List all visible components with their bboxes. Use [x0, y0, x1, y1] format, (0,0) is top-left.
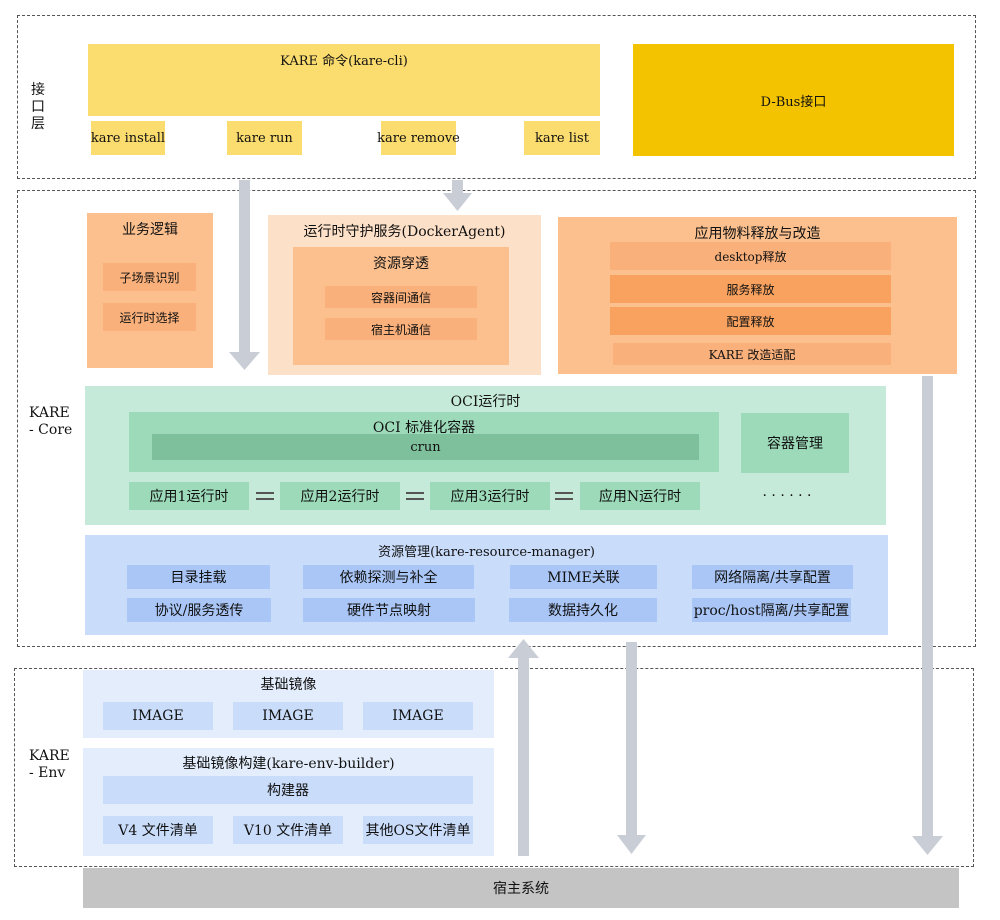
core-layer-label: KARE - Core — [29, 405, 73, 438]
oci-container-title: OCI 标准化容器 — [372, 420, 476, 436]
cli-panel: KARE 命令(kare-cli) — [88, 44, 600, 116]
crun-bar: crun — [152, 434, 699, 460]
dbus-interface: D-Bus接口 — [633, 44, 954, 156]
env-builder-title: 基础镜像构建(kare-env-builder) — [182, 756, 395, 772]
equals-sign-3-top — [555, 492, 573, 494]
resource-item-persistence: 数据持久化 — [509, 598, 657, 622]
interface-layer-frame — [17, 15, 976, 179]
resource-manager-title: 资源管理(kare-resource-manager) — [378, 545, 595, 560]
env-layer-frame — [14, 668, 974, 867]
base-image-1: IMAGE — [103, 702, 213, 730]
oci-runtime-title: OCI运行时 — [450, 394, 521, 410]
materials-item-service: 服务释放 — [610, 275, 891, 303]
env-layer-label: KARE - Env — [29, 748, 70, 781]
resource-item-proc-host: proc/host隔离/共享配置 — [692, 598, 851, 622]
container-mgmt: 容器管理 — [741, 413, 849, 473]
base-image-3: IMAGE — [363, 702, 473, 730]
file-list-v10: V10 文件清单 — [233, 816, 343, 844]
arrow-cli-down — [229, 180, 260, 370]
base-image-2: IMAGE — [233, 702, 343, 730]
cli-title: KARE 命令(kare-cli) — [280, 54, 408, 69]
equals-sign-2-bottom — [406, 498, 424, 500]
builder-box: 构建器 — [103, 776, 473, 804]
cli-command-run[interactable]: kare run — [227, 121, 302, 155]
resource-item-network: 网络隔离/共享配置 — [692, 565, 853, 589]
arrow-materials-down — [912, 376, 943, 855]
business-item-runtime-select: 运行时选择 — [103, 303, 196, 331]
arrow-host-up — [508, 639, 539, 856]
app-runtime-n: 应用N运行时 — [580, 482, 700, 510]
materials-item-config: 配置释放 — [610, 307, 891, 335]
cli-command-install[interactable]: kare install — [91, 121, 165, 155]
daemon-title: 运行时守护服务(DockerAgent) — [303, 224, 506, 240]
materials-title: 应用物料释放与改造 — [694, 226, 821, 242]
equals-sign-2-top — [406, 492, 424, 494]
daemon-item-container-comm: 容器间通信 — [325, 286, 477, 308]
app-runtime-2: 应用2运行时 — [280, 482, 400, 510]
interface-layer-label: 接 口 层 — [31, 82, 45, 132]
app-runtime-1: 应用1运行时 — [129, 482, 249, 510]
resource-item-mime: MIME关联 — [510, 565, 657, 589]
resource-item-dir-mount: 目录挂载 — [127, 565, 270, 589]
resource-passthrough-title: 资源穿透 — [373, 256, 429, 272]
equals-sign-3-bottom — [555, 498, 573, 500]
arrow-resource-down — [617, 642, 646, 854]
app-runtime-3: 应用3运行时 — [430, 482, 550, 510]
runtime-ellipsis: · · · · · · — [762, 488, 812, 504]
equals-sign-1-top — [256, 492, 274, 494]
host-system-bar: 宿主系统 — [83, 868, 959, 908]
core-layer-frame — [17, 190, 976, 647]
file-list-other-os: 其他OS文件清单 — [363, 816, 473, 844]
resource-item-hardware: 硬件节点映射 — [303, 598, 475, 622]
file-list-v4: V4 文件清单 — [103, 816, 213, 844]
cli-command-list[interactable]: kare list — [524, 121, 600, 155]
materials-item-kare-adapt: KARE 改造适配 — [613, 343, 891, 365]
business-item-scene: 子场景识别 — [103, 263, 196, 291]
cli-command-remove[interactable]: kare remove — [377, 121, 460, 155]
arrow-to-daemon — [443, 180, 472, 211]
business-logic-title: 业务逻辑 — [122, 222, 178, 238]
base-image-title: 基础镜像 — [260, 677, 317, 693]
equals-sign-1-bottom — [256, 498, 274, 500]
materials-item-desktop: desktop释放 — [610, 242, 891, 270]
resource-item-dependency: 依赖探测与补全 — [303, 565, 474, 589]
daemon-item-host-comm: 宿主机通信 — [325, 318, 477, 340]
resource-item-protocol: 协议/服务透传 — [127, 598, 271, 622]
